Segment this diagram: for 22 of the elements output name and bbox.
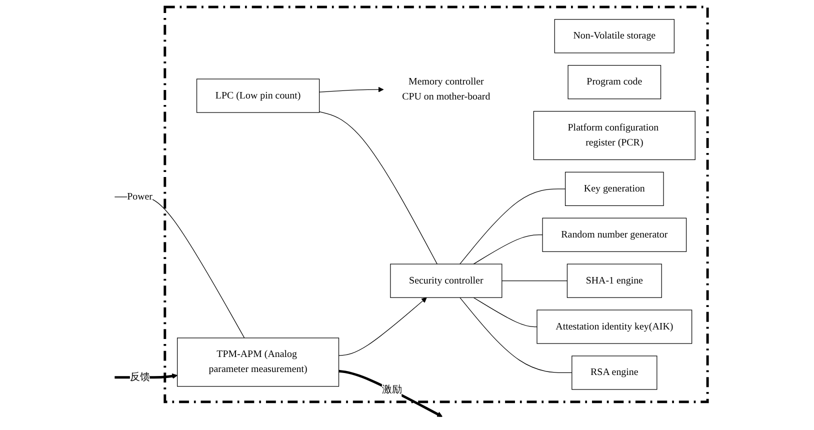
- component-box: Key generation: [565, 172, 664, 206]
- component-box: SHA-1 engine: [567, 264, 662, 298]
- arrow: [338, 297, 428, 356]
- component-box: Non-Volatile storage: [554, 19, 675, 54]
- component-box: Attestation identity key(AIK): [536, 310, 692, 344]
- chip-boundary: [164, 6, 710, 404]
- component-box: Security controller: [390, 264, 502, 298]
- connector-line: [460, 297, 572, 374]
- connector-line: [460, 188, 566, 264]
- component-box: LPC (Low pin count): [196, 78, 320, 113]
- component-box: Platform configuration register (PCR): [534, 110, 696, 160]
- arrow: [319, 86, 384, 92]
- connector-line: [474, 234, 544, 264]
- component-box: Random number generator: [542, 218, 687, 252]
- connector-line: [502, 280, 568, 282]
- component-box: TPM-APM (Analog parameter measurement): [177, 338, 340, 387]
- component-box: Program code: [568, 65, 662, 100]
- connector-line: [474, 297, 538, 328]
- component-box: RSA engine: [572, 356, 658, 390]
- connector-line: [319, 111, 438, 264]
- text-label: Memory controller CPU on mother-board: [402, 76, 490, 102]
- edge-label: 激励: [382, 382, 402, 398]
